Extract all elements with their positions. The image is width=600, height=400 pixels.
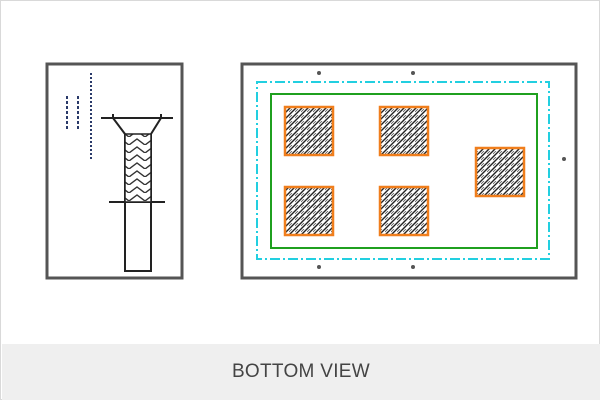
caption-bar: BOTTOM VIEW: [2, 344, 600, 400]
caption-label: BOTTOM VIEW: [231, 361, 371, 382]
annotation-marks: [66, 73, 92, 161]
pad-top-middle: [378, 105, 430, 157]
inner-boundary: [270, 93, 538, 249]
bottom-view-panel: [240, 62, 578, 280]
dimension-markers: [317, 71, 566, 269]
dash-dot-boundary: [256, 81, 550, 260]
side-view-panel: [45, 62, 184, 280]
bottom-view-border: [240, 62, 578, 280]
fill-zone: [124, 133, 152, 203]
pad-top-left: [283, 105, 335, 157]
pad-bottom-left: [283, 185, 335, 237]
pad-right: [474, 146, 526, 198]
side-view-border: [45, 62, 184, 280]
pad-bottom-middle: [378, 185, 430, 237]
technical-drawing: [45, 62, 578, 280]
